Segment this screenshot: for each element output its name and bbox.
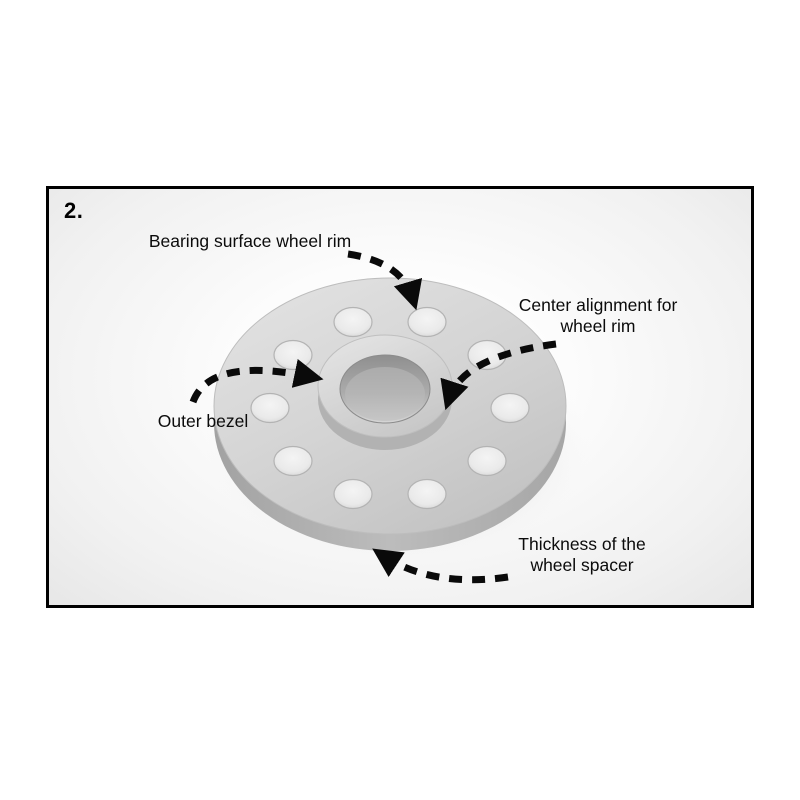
- dashed-arrow-outer-bezel-icon: [189, 359, 324, 404]
- label-center-alignment: Center alignment for wheel rim: [498, 295, 698, 337]
- label-bearing-surface: Bearing surface wheel rim: [130, 231, 370, 252]
- label-center-alignment-line1: Center alignment for: [518, 295, 678, 315]
- label-outer-bezel-text: Outer bezel: [157, 411, 249, 431]
- center-bore-floor: [345, 367, 425, 421]
- center-hub: [317, 334, 453, 450]
- label-bearing-surface-text: Bearing surface wheel rim: [148, 231, 352, 251]
- label-center-alignment-line2: wheel rim: [560, 316, 636, 336]
- step-number: 2.: [64, 198, 84, 223]
- label-thickness-line1: Thickness of the: [518, 534, 646, 554]
- label-outer-bezel: Outer bezel: [148, 411, 258, 432]
- bolt-hole: [467, 445, 507, 477]
- bolt-hole: [407, 478, 447, 510]
- label-thickness: Thickness of the wheel spacer: [482, 534, 682, 576]
- bolt-hole: [273, 339, 313, 371]
- dashed-arrow-thickness-icon: [372, 548, 509, 584]
- bolt-hole: [407, 306, 447, 338]
- dashed-arrow-center-alignment-icon: [440, 340, 557, 411]
- bolt-hole: [490, 392, 530, 424]
- label-thickness-line2: wheel spacer: [530, 555, 634, 575]
- dashed-arrow-bearing-surface-icon: [347, 250, 423, 311]
- bolt-hole: [250, 392, 290, 424]
- bolt-hole: [333, 478, 373, 510]
- bolt-hole: [333, 306, 373, 338]
- bolt-hole: [273, 445, 313, 477]
